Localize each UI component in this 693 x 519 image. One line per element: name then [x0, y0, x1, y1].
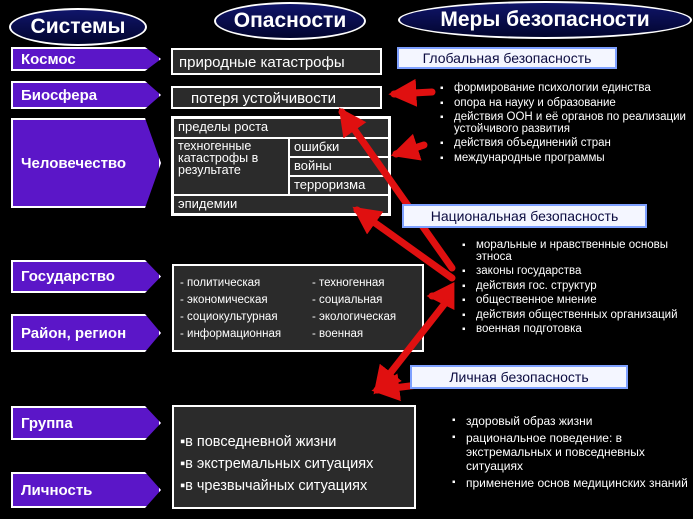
- group-danger-item: ▪в повседневной жизни: [180, 434, 337, 450]
- personal-measure: применение основ медицинских знаний: [452, 476, 688, 490]
- danger-natural-catastrophes: природные катастрофы: [171, 48, 382, 75]
- national-measure: общественное мнение: [462, 294, 690, 307]
- global-measure: опора на науку и образование: [440, 97, 690, 110]
- system-humanity: Человечество: [11, 118, 161, 208]
- state-danger-item: - политическая: [180, 277, 261, 289]
- danger-group-list: ▪в повседневной жизни ▪в экстремальных с…: [172, 405, 416, 509]
- national-measure: военная подготовка: [462, 323, 690, 336]
- danger-terrorism: терроризма: [289, 176, 389, 195]
- danger-stability-loss: потеря устойчивости: [171, 86, 382, 109]
- personal-measure: здоровый образ жизни: [452, 414, 688, 428]
- global-measure: действия ООН и её органов по реализации …: [440, 111, 690, 135]
- danger-humanity-table: пределы роста техногенные катастрофы в р…: [171, 116, 391, 216]
- state-danger-right: - техногенная - социальная - экологическ…: [312, 275, 396, 343]
- group-danger-item: ▪в чрезвычайных ситуациях: [180, 478, 368, 494]
- danger-growth-limits: пределы роста: [173, 118, 389, 138]
- state-danger-item: - социальная: [312, 294, 383, 306]
- personal-measure: рациональное поведение: в экстремальных …: [452, 431, 688, 473]
- arrow-global-to-biosphere: [388, 78, 436, 107]
- national-measure: моральные и нравственные основы этноса: [462, 239, 690, 263]
- global-measure: действия объединений стран: [440, 137, 690, 150]
- arrow-national-to-biosphere: [338, 107, 456, 272]
- system-space: Космос: [11, 47, 161, 71]
- national-measure: действия общественных организаций: [462, 309, 690, 322]
- arrow-national-to-humanity: [352, 206, 456, 282]
- system-region: Район, регион: [11, 314, 161, 352]
- state-danger-item: - информационная: [180, 328, 282, 340]
- global-measure: формирование психологии единства: [440, 82, 690, 95]
- danger-errors: ошибки: [289, 138, 389, 157]
- group-danger-item: ▪в экстремальных ситуациях: [180, 456, 374, 472]
- danger-state-list: - политическая - экономическая - социоку…: [172, 264, 424, 352]
- global-measures-list: формирование психологии единства опора н…: [440, 82, 690, 167]
- personal-security-title: Личная безопасность: [410, 365, 628, 389]
- state-danger-left: - политическая - экономическая - социоку…: [180, 275, 281, 343]
- national-security-title: Национальная безопасность: [402, 204, 647, 228]
- state-danger-item: - экологическая: [312, 311, 397, 323]
- state-danger-item: - техногенная: [312, 277, 385, 289]
- system-state: Государство: [11, 260, 161, 293]
- system-biosphere: Биосфера: [11, 81, 161, 109]
- personal-measures-list: здоровый образ жизни рациональное поведе…: [452, 414, 688, 493]
- group-danger-items: ▪в повседневной жизни ▪в экстремальных с…: [180, 431, 373, 497]
- arrow-global-to-humanity: [390, 133, 428, 161]
- danger-epidemics: эпидемии: [173, 195, 389, 214]
- danger-tech-catastrophes: техногенные катастрофы в результате: [173, 138, 289, 195]
- header-systems: Системы: [9, 8, 147, 46]
- national-measure: законы государства: [462, 265, 690, 278]
- state-danger-item: - экономическая: [180, 294, 268, 306]
- header-dangers: Опасности: [214, 2, 366, 40]
- danger-wars: войны: [289, 157, 389, 176]
- national-measure: действия гос. структур: [462, 280, 690, 293]
- national-measures-list: моральные и нравственные основы этноса з…: [462, 239, 690, 339]
- global-security-title: Глобальная безопасность: [397, 47, 617, 69]
- state-danger-item: - военная: [312, 328, 364, 340]
- state-danger-item: - социокультурная: [180, 311, 278, 323]
- system-group: Группа: [11, 406, 161, 440]
- header-measures: Меры безопасности: [398, 1, 692, 39]
- global-measure: международные программы: [440, 152, 690, 165]
- system-person: Личность: [11, 472, 161, 508]
